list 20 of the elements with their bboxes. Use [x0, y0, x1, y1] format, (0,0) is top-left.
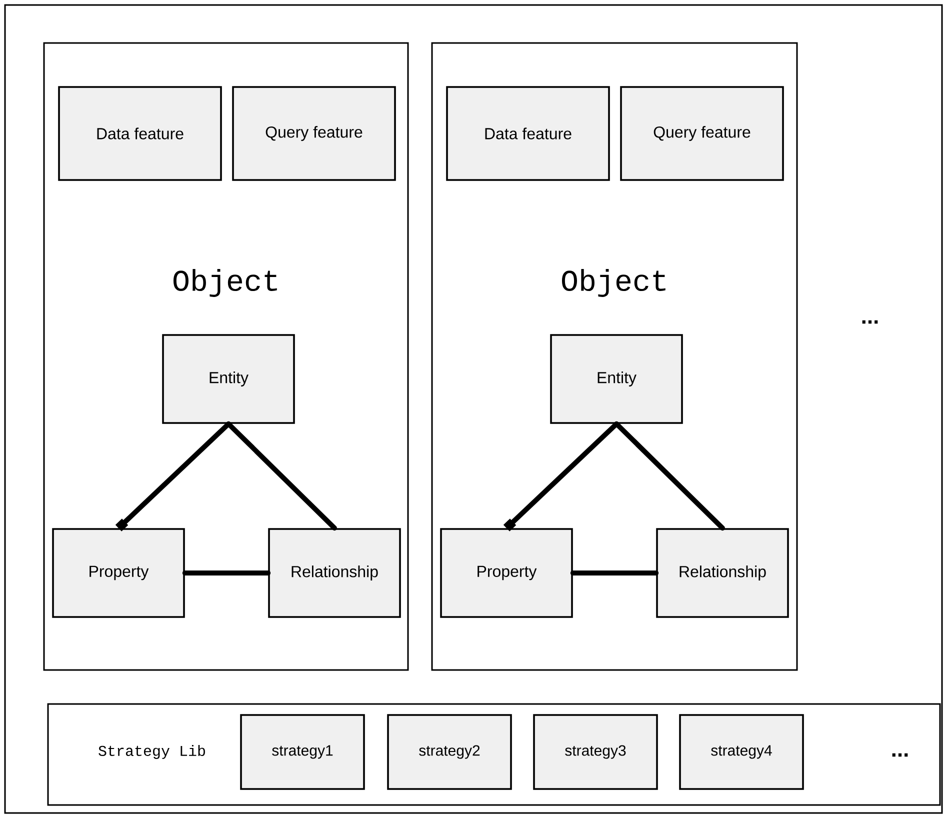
concept-box: Property [52, 528, 185, 618]
strategy-box: strategy1 [240, 714, 365, 790]
ellipsis: ... [862, 320, 878, 324]
concept-box: Relationship [268, 528, 401, 618]
concept-box: Relationship [656, 528, 789, 618]
connector [182, 570, 271, 576]
connector [570, 570, 659, 576]
feature-box: Data feature [446, 86, 610, 181]
concept-box: Property [440, 528, 573, 618]
strategy-box: strategy2 [387, 714, 512, 790]
concept-box: Entity [162, 334, 295, 424]
strategy-box: strategy4 [679, 714, 804, 790]
feature-box: Data feature [58, 86, 222, 181]
connector [614, 421, 725, 531]
feature-box: Query feature [620, 86, 784, 181]
connector [226, 421, 337, 531]
strategy-box: strategy3 [533, 714, 658, 790]
feature-box: Query feature [232, 86, 396, 181]
concept-box: Entity [550, 334, 683, 424]
ellipsis: ... [892, 753, 908, 757]
